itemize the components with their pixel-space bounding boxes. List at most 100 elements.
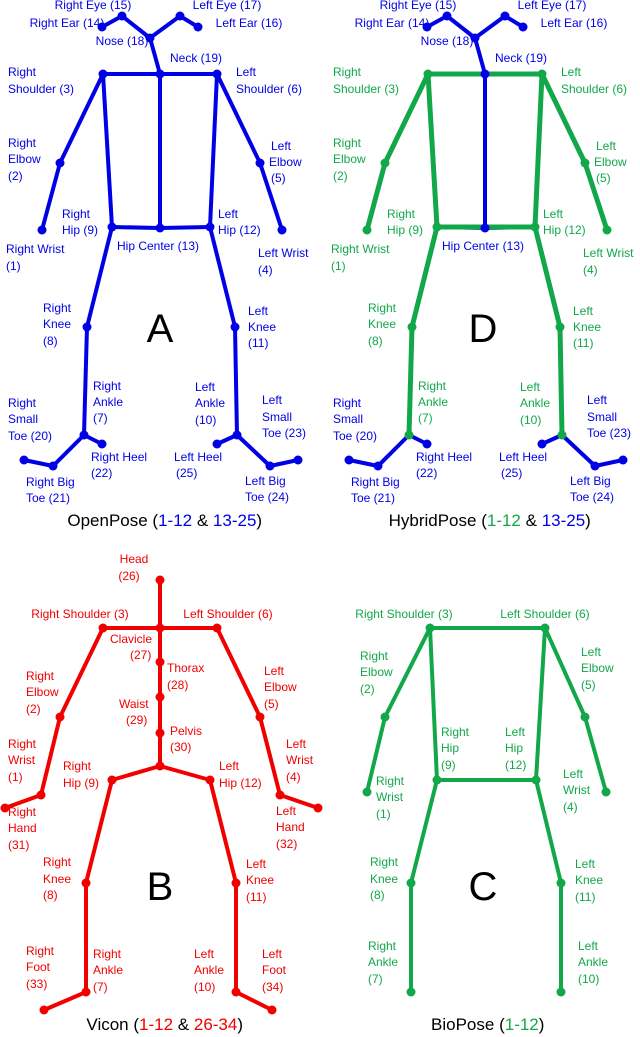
- panel-a-label-left-ear: Left Ear (16): [216, 16, 283, 30]
- panel-c-label-right-ankle-1: Right: [368, 939, 397, 953]
- panel-b-label-thorax-2: (28): [167, 678, 188, 692]
- caption-c-name: BioPose: [431, 1015, 494, 1034]
- panel-c-label-left-hip-3: (12): [505, 758, 526, 772]
- panel-d-label-left-elbow-2: Elbow: [594, 155, 627, 169]
- hybridpose-blue-bone-stL-btL: [593, 458, 625, 468]
- vicon-joint-ftL: [267, 1005, 277, 1015]
- hybridpose-green-bone-knL-anL: [557, 324, 565, 438]
- hybridpose-blue-joint-earL: [518, 22, 528, 32]
- panel-b-label-waist-1: Waist: [119, 697, 149, 711]
- hybridpose-green-joint-elR: [380, 158, 390, 168]
- panel-c-label-left-knee-3: (11): [575, 890, 595, 904]
- panel-a-label-right-big-toe-1: Right Big: [26, 475, 75, 489]
- panel-a-label-right-hip-1: Right: [62, 207, 91, 221]
- biopose-joint-hipR: [432, 775, 442, 785]
- openpose-joint-btR: [19, 455, 29, 465]
- panel-b-label-right-knee-3: (8): [43, 888, 58, 902]
- hybridpose-green-bone-hipR-knR: [409, 224, 440, 330]
- panel-d-label-left-wrist-2: (4): [583, 263, 598, 277]
- hybridpose-blue-joint-hipC: [480, 223, 490, 233]
- panel-a-label-left-elbow-1: Left: [271, 139, 292, 153]
- panel-b-label-left-hand-2: Hand: [276, 820, 305, 834]
- panel-a-label-left-knee-1: Left: [248, 304, 269, 318]
- panel-a-label-right-eye: Right Eye (15): [55, 0, 132, 12]
- panel-d-label-right-knee-3: (8): [368, 334, 383, 348]
- panel-d-label-right-shoulder-2: Shoulder (3): [333, 82, 399, 96]
- vicon-joint-pelv: [155, 728, 165, 738]
- panel-b-label-right-foot-1: Right: [26, 944, 55, 958]
- hybridpose-blue-joint-eyeL: [500, 11, 510, 21]
- hybridpose-green-bone-shL-elL: [539, 71, 588, 166]
- panel-d-label-left-eye: Left Eye (17): [518, 0, 587, 12]
- hybridpose-green-bone-elL-wrL: [582, 160, 610, 233]
- openpose-joint-elR: [55, 158, 65, 168]
- panel-a-label-left-ankle-3: (10): [195, 413, 216, 427]
- panel-c-label-left-hip-2: Hip: [505, 741, 523, 755]
- panel-d-label-right-ankle-2: Ankle: [418, 395, 448, 409]
- panel-d-label-right-heel-2: (22): [416, 466, 437, 480]
- openpose-bone-shL-elL: [215, 72, 262, 165]
- openpose-joint-hipL: [205, 222, 215, 232]
- hybridpose-blue-joint-stL: [590, 461, 600, 471]
- openpose-joint-eyeL: [175, 11, 185, 21]
- panel-d-label-left-ankle-2: Ankle: [520, 396, 550, 410]
- panel-a-label-left-big-toe-2: Toe (24): [245, 490, 289, 504]
- panel-c-label-right-knee-3: (8): [370, 888, 385, 902]
- panel-a-label-right-ear: Right Ear (14): [30, 16, 105, 30]
- panel-d-label-right-shoulder-1: Right: [333, 65, 362, 79]
- panel-a-label-right-ankle-1: Right: [93, 379, 122, 393]
- panel-c-label-right-elbow-3: (2): [360, 682, 375, 696]
- panel-c-label-right-knee-2: Knee: [370, 872, 398, 886]
- panel-letter-d: D: [469, 307, 498, 351]
- openpose-joint-nose: [145, 33, 155, 43]
- hybridpose-green-bone-shR-hipR: [425, 71, 440, 230]
- caption-b-close: ): [237, 1015, 243, 1034]
- panel-b-label-right-wrist-1: Right: [8, 737, 37, 751]
- panel-d-label-right-eye: Right Eye (15): [380, 0, 457, 12]
- panel-b-label-left-hand-3: (32): [276, 837, 297, 851]
- caption-d-name: HybridPose: [389, 511, 477, 530]
- openpose-bone-eyeL-nose: [148, 14, 182, 40]
- openpose-bone-hipL-knL: [208, 225, 237, 329]
- hybridpose-blue-bone-anL-stL: [560, 433, 597, 468]
- panel-d-label-right-heel-1: Right Heel: [416, 450, 472, 464]
- panel-a-label-neck: Neck (19): [170, 51, 222, 65]
- panel-c-label-left-ankle-1: Left: [578, 939, 599, 953]
- panel-c-label-left-wrist-3: (4): [563, 800, 578, 814]
- panel-a-label-right-elbow-1: Right: [8, 136, 37, 150]
- panel-a-label-left-eye: Left Eye (17): [193, 0, 262, 12]
- panel-d-label-left-ankle-1: Left: [520, 380, 541, 394]
- panel-d-label-left-small-toe-2: Small: [587, 410, 617, 424]
- caption-a-open: (: [148, 511, 159, 530]
- panel-b-label-right-hip-1: Right: [63, 759, 92, 773]
- panel-d-label-left-elbow-1: Left: [596, 139, 617, 153]
- vicon-bone-anR-ftR: [42, 990, 88, 1012]
- panel-d-label-left-heel-1: Left Heel: [499, 450, 547, 464]
- panel-d-label-left-small-toe-1: Left: [587, 393, 608, 407]
- vicon-bone-wrR-hdR: [3, 793, 43, 810]
- openpose-bone-hipC-hipL: [158, 225, 212, 230]
- panel-b-label-left-elbow-3: (5): [264, 697, 279, 711]
- panel-a-label-right-small-toe-1: Right: [8, 396, 37, 410]
- panel-a-label-left-ankle-2: Ankle: [195, 396, 225, 410]
- panel-b-label-left-knee-2: Knee: [246, 873, 274, 887]
- hybridpose-green-joint-elL: [580, 158, 590, 168]
- panel-d-label-right-big-toe-1: Right Big: [351, 475, 400, 489]
- caption-c-open: (: [494, 1015, 505, 1034]
- caption-a-amp: &: [192, 511, 213, 530]
- panel-c-label-left-hip-1: Left: [505, 725, 526, 739]
- vicon-joint-elL: [255, 712, 265, 722]
- panel-b-label-right-elbow-2: Elbow: [26, 685, 59, 699]
- biopose-joint-knL: [556, 878, 566, 888]
- panel-c-label-left-knee-2: Knee: [575, 873, 603, 887]
- panel-a-label-right-knee-1: Right: [43, 301, 72, 315]
- caption-a-range-2: 13-25: [213, 511, 256, 530]
- panel-d-label-right-ear: Right Ear (14): [355, 16, 430, 30]
- panel-d-label-right-small-toe-3: Toe (20): [333, 429, 377, 443]
- hybridpose-green-joint-anL: [557, 430, 567, 440]
- openpose-joint-knR: [82, 322, 92, 332]
- biopose-bone-elR-wrR: [365, 715, 387, 794]
- caption-a: OpenPose (1-12 & 13-25): [44, 511, 277, 530]
- panel-c-label-left-elbow-1: Left: [581, 645, 602, 659]
- panel-d-label-left-big-toe-1: Left Big: [570, 474, 611, 488]
